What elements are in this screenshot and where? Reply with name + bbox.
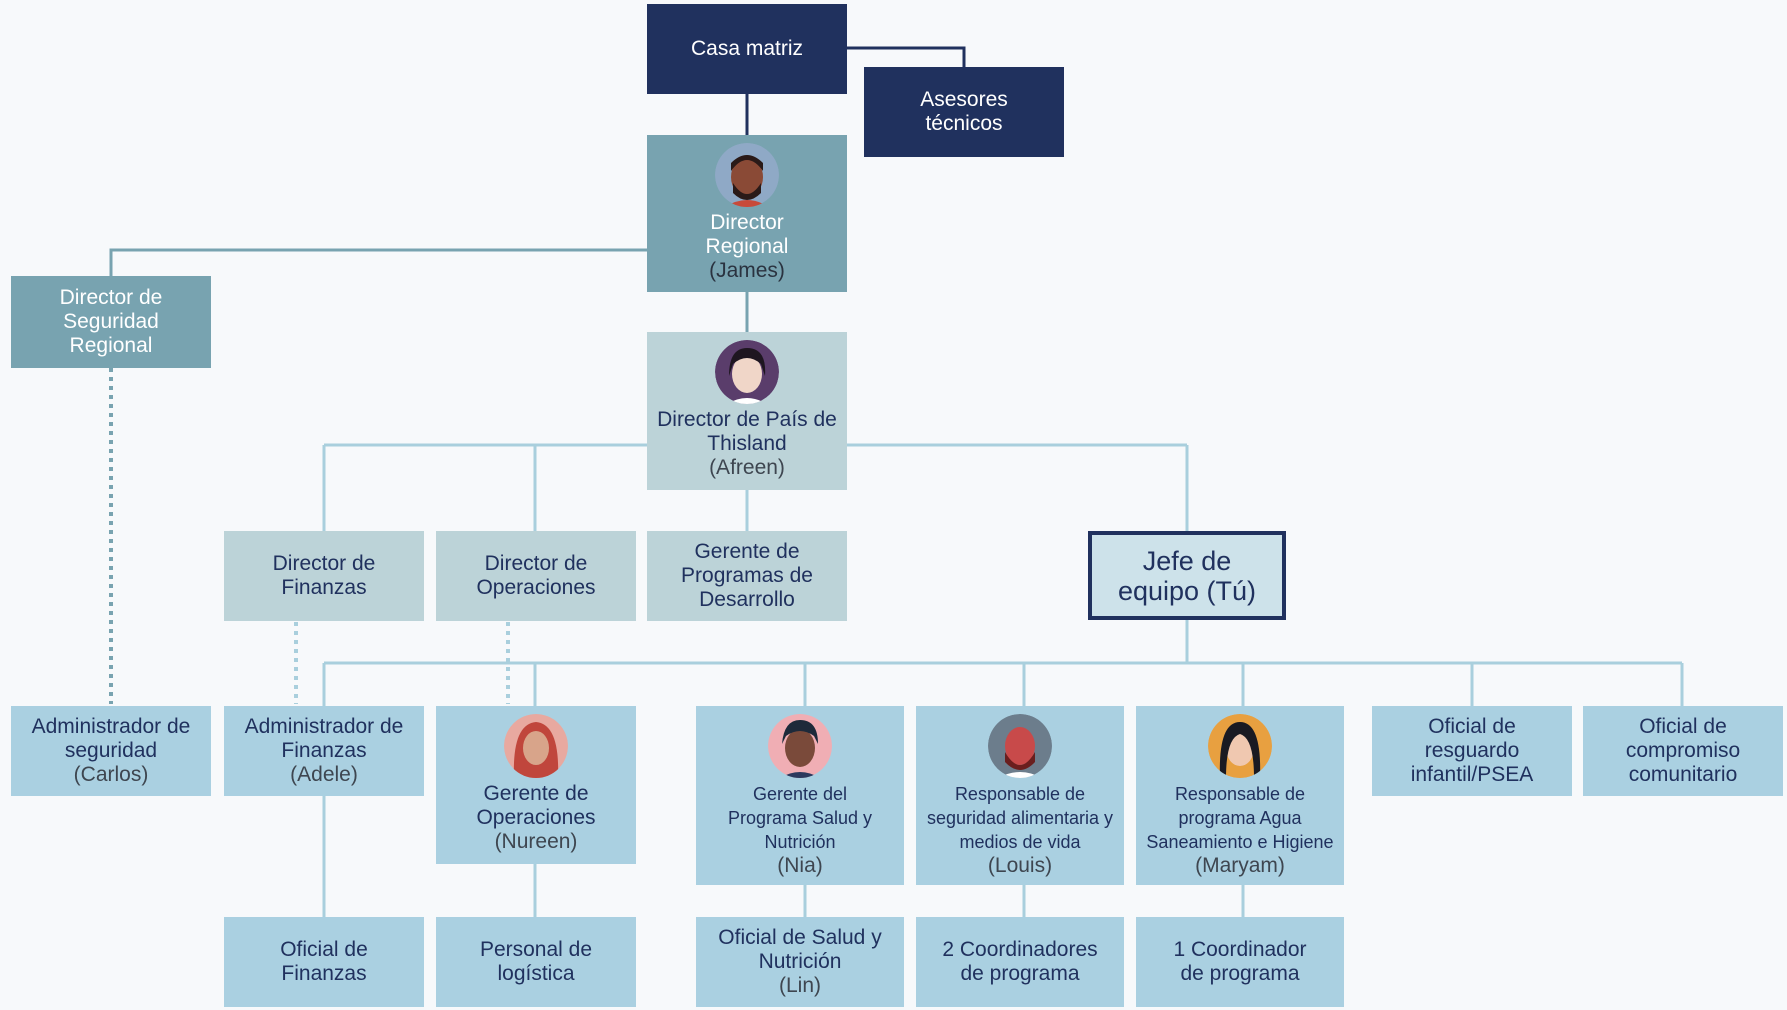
director-regional-title: Director Regional [705, 211, 789, 258]
director-seguridad-regional-label: Director de Seguridad Regional [59, 286, 163, 357]
gerente-operaciones-box: Gerente de Operaciones (Nureen) [436, 706, 636, 864]
gerente-salud-box: Gerente del Programa Salud y Nutrición (… [696, 706, 904, 885]
personal-logistica-label: Personal de logística [479, 938, 593, 985]
director-finanzas-box: Director de Finanzas [224, 531, 424, 621]
oficial-resguardo-label: Oficial de resguardo infantil/PSEA [1410, 715, 1534, 786]
admin-finanzas-title: Administrador de Finanzas [244, 715, 404, 762]
director-finanzas-label: Director de Finanzas [272, 552, 376, 599]
resp-agua-name: (Maryam) [1195, 854, 1285, 877]
woman-headscarf-portrait-icon [504, 714, 568, 778]
gerente-salud-name: (Nia) [777, 854, 823, 877]
oficial-finanzas-label: Oficial de Finanzas [280, 938, 368, 985]
admin-finanzas-box: Administrador de Finanzas (Adele) [224, 706, 424, 796]
director-pais-name: (Afreen) [709, 456, 785, 479]
oficial-resguardo-box: Oficial de resguardo infantil/PSEA [1372, 706, 1572, 796]
coordinadores-2-label: 2 Coordinadores de programa [942, 938, 1098, 985]
resp-seguridad-alimentaria-title: Responsable de seguridad alimentaria y m… [926, 784, 1114, 852]
gerente-operaciones-title: Gerente de Operaciones [476, 782, 596, 829]
coordinador-1-label: 1 Coordinador de programa [1173, 938, 1307, 985]
jefe-equipo-box: Jefe de equipo (Tú) [1088, 531, 1286, 620]
oficial-salud-name: (Lin) [778, 974, 821, 997]
oficial-compromiso-box: Oficial de compromiso comunitario [1583, 706, 1783, 796]
director-pais-title: Director de País de Thisland [657, 408, 837, 455]
resp-agua-box: Responsable de programa Agua Saneamiento… [1136, 706, 1344, 885]
woman-portrait-icon [1208, 714, 1272, 778]
oficial-compromiso-label: Oficial de compromiso comunitario [1625, 715, 1741, 786]
coordinador-1-box: 1 Coordinador de programa [1136, 917, 1344, 1007]
gerente-desarrollo-label: Gerente de Programas de Desarrollo [681, 540, 813, 611]
man-portrait-icon [715, 143, 779, 207]
admin-seguridad-name: (Carlos) [73, 763, 149, 786]
asesores-tecnicos-label: Asesores técnicos [920, 88, 1008, 135]
admin-seguridad-title: Administrador de seguridad [31, 715, 191, 762]
director-seguridad-regional-box: Director de Seguridad Regional [11, 276, 211, 368]
casa-matriz-box: Casa matriz [647, 4, 847, 94]
director-operaciones-label: Director de Operaciones [476, 552, 596, 599]
jefe-equipo-label: Jefe de equipo (Tú) [1117, 545, 1257, 606]
admin-finanzas-name: (Adele) [290, 763, 358, 786]
resp-seguridad-alimentaria-name: (Louis) [987, 854, 1053, 877]
admin-seguridad-box: Administrador de seguridad (Carlos) [11, 706, 211, 796]
director-regional-box: Director Regional (James) [647, 135, 847, 292]
director-regional-name: (James) [709, 259, 785, 282]
man-bearded-portrait-icon [988, 714, 1052, 778]
asesores-tecnicos-box: Asesores técnicos [864, 67, 1064, 157]
gerente-salud-title: Gerente del Programa Salud y Nutrición [727, 784, 873, 852]
resp-agua-title: Responsable de programa Agua Saneamiento… [1146, 784, 1334, 852]
woman-portrait-icon [768, 714, 832, 778]
gerente-operaciones-name: (Nureen) [494, 830, 578, 853]
director-operaciones-box: Director de Operaciones [436, 531, 636, 621]
director-pais-box: Director de País de Thisland (Afreen) [647, 332, 847, 490]
oficial-salud-box: Oficial de Salud y Nutrición (Lin) [696, 917, 904, 1007]
coordinadores-2-box: 2 Coordinadores de programa [916, 917, 1124, 1007]
oficial-salud-title: Oficial de Salud y Nutrición [718, 926, 882, 973]
resp-seguridad-alimentaria-box: Responsable de seguridad alimentaria y m… [916, 706, 1124, 885]
personal-logistica-box: Personal de logística [436, 917, 636, 1007]
woman-portrait-icon [715, 340, 779, 404]
gerente-desarrollo-box: Gerente de Programas de Desarrollo [647, 531, 847, 621]
oficial-finanzas-box: Oficial de Finanzas [224, 917, 424, 1007]
casa-matriz-label: Casa matriz [690, 37, 804, 60]
